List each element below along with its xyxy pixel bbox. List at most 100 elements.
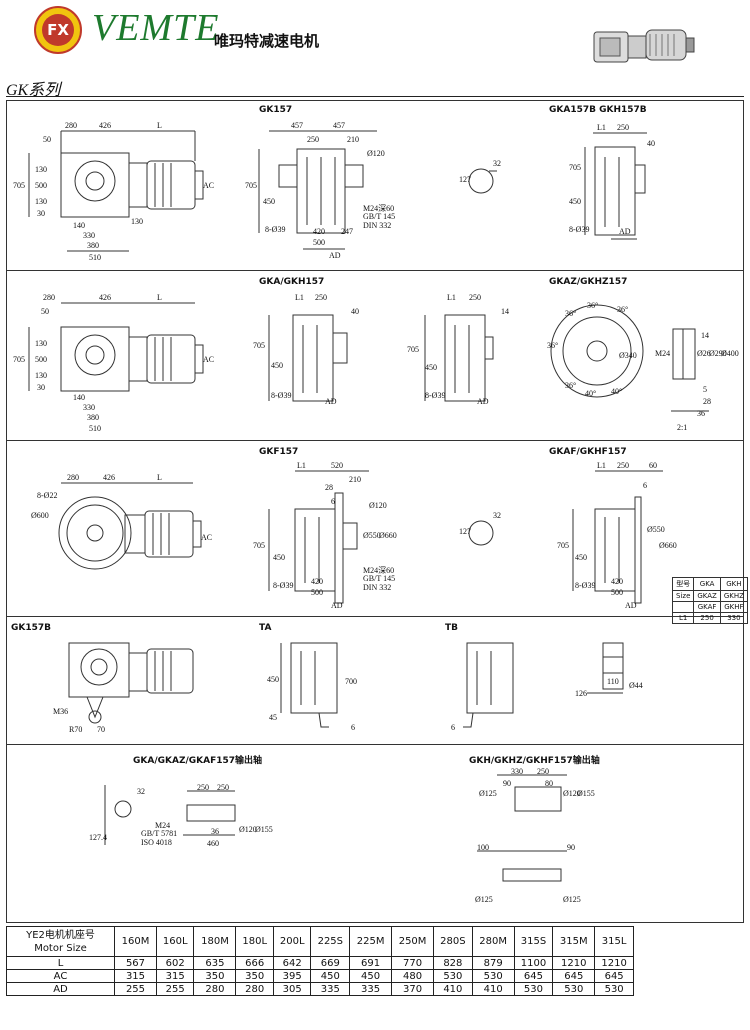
gka-shaft-dim: GB/T 5781 bbox=[141, 829, 178, 838]
table-cell: GKH bbox=[719, 577, 748, 591]
gka157-side-dim: L bbox=[157, 293, 162, 302]
size-header: 160L bbox=[155, 926, 195, 957]
gkf157-f-dim: Ø660 bbox=[379, 531, 397, 540]
gkh157-h-dim: 8-Ø39 bbox=[425, 391, 446, 400]
gkf157-f-dim: 8-Ø39 bbox=[273, 581, 294, 590]
gkh-shaft-dim: Ø125 bbox=[479, 789, 497, 798]
table-cell: 530 bbox=[471, 969, 515, 983]
size-header: 200L bbox=[272, 926, 312, 957]
gka157-side-dim: 130 bbox=[35, 339, 47, 348]
gkaz157-dim: 14 bbox=[701, 331, 709, 340]
gk157-side-dim: 426 bbox=[99, 121, 111, 130]
gk157b-drawings bbox=[68, 642, 624, 728]
gka-shaft-dim: 250 bbox=[197, 783, 209, 792]
size-header: 280S bbox=[433, 926, 473, 957]
table-cell: 280 bbox=[235, 982, 274, 996]
gka-shaft-dim: Ø155 bbox=[255, 825, 273, 834]
gkh157-h-dim: 450 bbox=[425, 363, 437, 372]
table-cell: 1100 bbox=[513, 956, 554, 970]
gkf157-f-dim: Ø120 bbox=[369, 501, 387, 510]
series-title: GK系列 bbox=[6, 82, 61, 99]
row-label: AC bbox=[6, 969, 115, 983]
gka157-side-dim: 330 bbox=[83, 403, 95, 412]
gkh157-h-dim: AD bbox=[477, 397, 489, 406]
table-cell bbox=[671, 601, 695, 613]
gka157-side-dim: 140 bbox=[73, 393, 85, 402]
gk157-key-dim: 127 bbox=[459, 175, 471, 184]
gkf157-f-dim: 6 bbox=[331, 497, 335, 506]
size-header: 315M bbox=[552, 926, 596, 957]
size-header: 315S bbox=[513, 926, 554, 957]
caption-tb: TB bbox=[445, 623, 458, 633]
gk157-front-dim: Ø120 bbox=[367, 149, 385, 158]
table-cell: 669 bbox=[310, 956, 351, 970]
gka157b-dim: 40 bbox=[647, 139, 655, 148]
gk157-front-dim: GB/T 145 bbox=[363, 212, 396, 221]
gkh-shaft-dim: 250 bbox=[537, 767, 549, 776]
gkh-shaft-dim: Ø120 bbox=[563, 789, 581, 798]
gkh157-h-dim: 250 bbox=[469, 293, 481, 302]
logo-mark: FX bbox=[42, 14, 74, 46]
gkaz157-angle: 40° bbox=[611, 387, 623, 396]
gkf157-f-dim: Ø550 bbox=[363, 531, 381, 540]
gka157-side-dim: 50 bbox=[41, 307, 49, 316]
gkh157-h-dim: 14 bbox=[501, 307, 509, 316]
gka157b-dim: AD bbox=[619, 227, 631, 236]
table-cell: 645 bbox=[594, 969, 634, 983]
row-gk157b: GK157B TA TB bbox=[7, 617, 743, 745]
gkh-shaft-dim: 90 bbox=[567, 843, 575, 852]
gk157-side-dim: 130 bbox=[35, 197, 47, 206]
gkh-shaft-dim: Ø125 bbox=[563, 895, 581, 904]
gk157-front-dim: 450 bbox=[263, 197, 275, 206]
gkaz157-dim: Ø290 bbox=[709, 349, 727, 358]
gka-shaft-dim: 36 bbox=[211, 827, 219, 836]
detail-dim: 110 bbox=[607, 677, 619, 686]
gk157-front-dim: 210 bbox=[347, 135, 359, 144]
table-row: GKAF GKHF bbox=[671, 601, 748, 613]
gkaf157-dim: AD bbox=[625, 601, 637, 610]
row-output-shafts: GKA/GKAZ/GKAF157输出轴 GKH/GKHZ/GKHF157输出轴 … bbox=[7, 745, 743, 922]
gkaz157-angle: 36° bbox=[587, 301, 599, 310]
table-cell: 330 bbox=[719, 612, 748, 624]
gkf157-key-dim: 32 bbox=[493, 511, 501, 520]
gkaz157-angle: 36° bbox=[547, 341, 559, 350]
table-cell: 666 bbox=[235, 956, 274, 970]
gkaz157-dim: Ø340 bbox=[619, 351, 637, 360]
gka-shaft-dim: 32 bbox=[137, 787, 145, 796]
gka157-a-dim: L1 bbox=[295, 293, 304, 302]
gka157b-dim: 250 bbox=[617, 123, 629, 132]
brand-name-cn: 唯玛特减速电机 bbox=[214, 32, 320, 50]
motor-size-label-en: Motor Size bbox=[34, 942, 87, 954]
gkf157-f-dim: 500 bbox=[311, 588, 323, 597]
gk157-front-dim: 705 bbox=[245, 181, 257, 190]
gka157-side-dim: 500 bbox=[35, 355, 47, 364]
size-header: 280M bbox=[471, 926, 515, 957]
gkaz157-dim: 36 bbox=[697, 409, 705, 418]
gkh-shaft-dim: 100 bbox=[477, 843, 489, 852]
table-cell: 250 bbox=[693, 612, 721, 624]
gka157-a-dim: 450 bbox=[271, 361, 283, 370]
gka-shaft-dim: 460 bbox=[207, 839, 219, 848]
gka157-side-dim: 130 bbox=[35, 371, 47, 380]
gkaf157-dim: Ø660 bbox=[659, 541, 677, 550]
table-cell: 315 bbox=[155, 969, 195, 983]
gkh-shaft-dim: 330 bbox=[511, 767, 523, 776]
size-header: 250M bbox=[391, 926, 435, 957]
gka157-a-dim: 250 bbox=[315, 293, 327, 302]
ta-dim: 6 bbox=[351, 723, 355, 732]
table-cell: 450 bbox=[349, 969, 393, 983]
size-header: 180L bbox=[235, 926, 274, 957]
gkaf157-dim: 705 bbox=[557, 541, 569, 550]
gkh157-h-dim: 705 bbox=[407, 345, 419, 354]
brand-logo-icon: FX bbox=[34, 6, 82, 54]
series-divider bbox=[6, 96, 744, 97]
gk157-side-dim: 705 bbox=[13, 181, 25, 190]
table-cell: GKAF bbox=[693, 601, 721, 613]
gkh157-h-dim: L1 bbox=[447, 293, 456, 302]
motor-size-label-cn: YE2电机机座号 bbox=[26, 929, 95, 941]
gkaz157-dim: 28 bbox=[703, 397, 711, 406]
gkaz157-dim: M24 bbox=[655, 349, 671, 358]
gka157b-dim: 705 bbox=[569, 163, 581, 172]
gka157-a-dim: AD bbox=[325, 397, 337, 406]
gkaz157-dim: Ø26 bbox=[697, 349, 711, 358]
